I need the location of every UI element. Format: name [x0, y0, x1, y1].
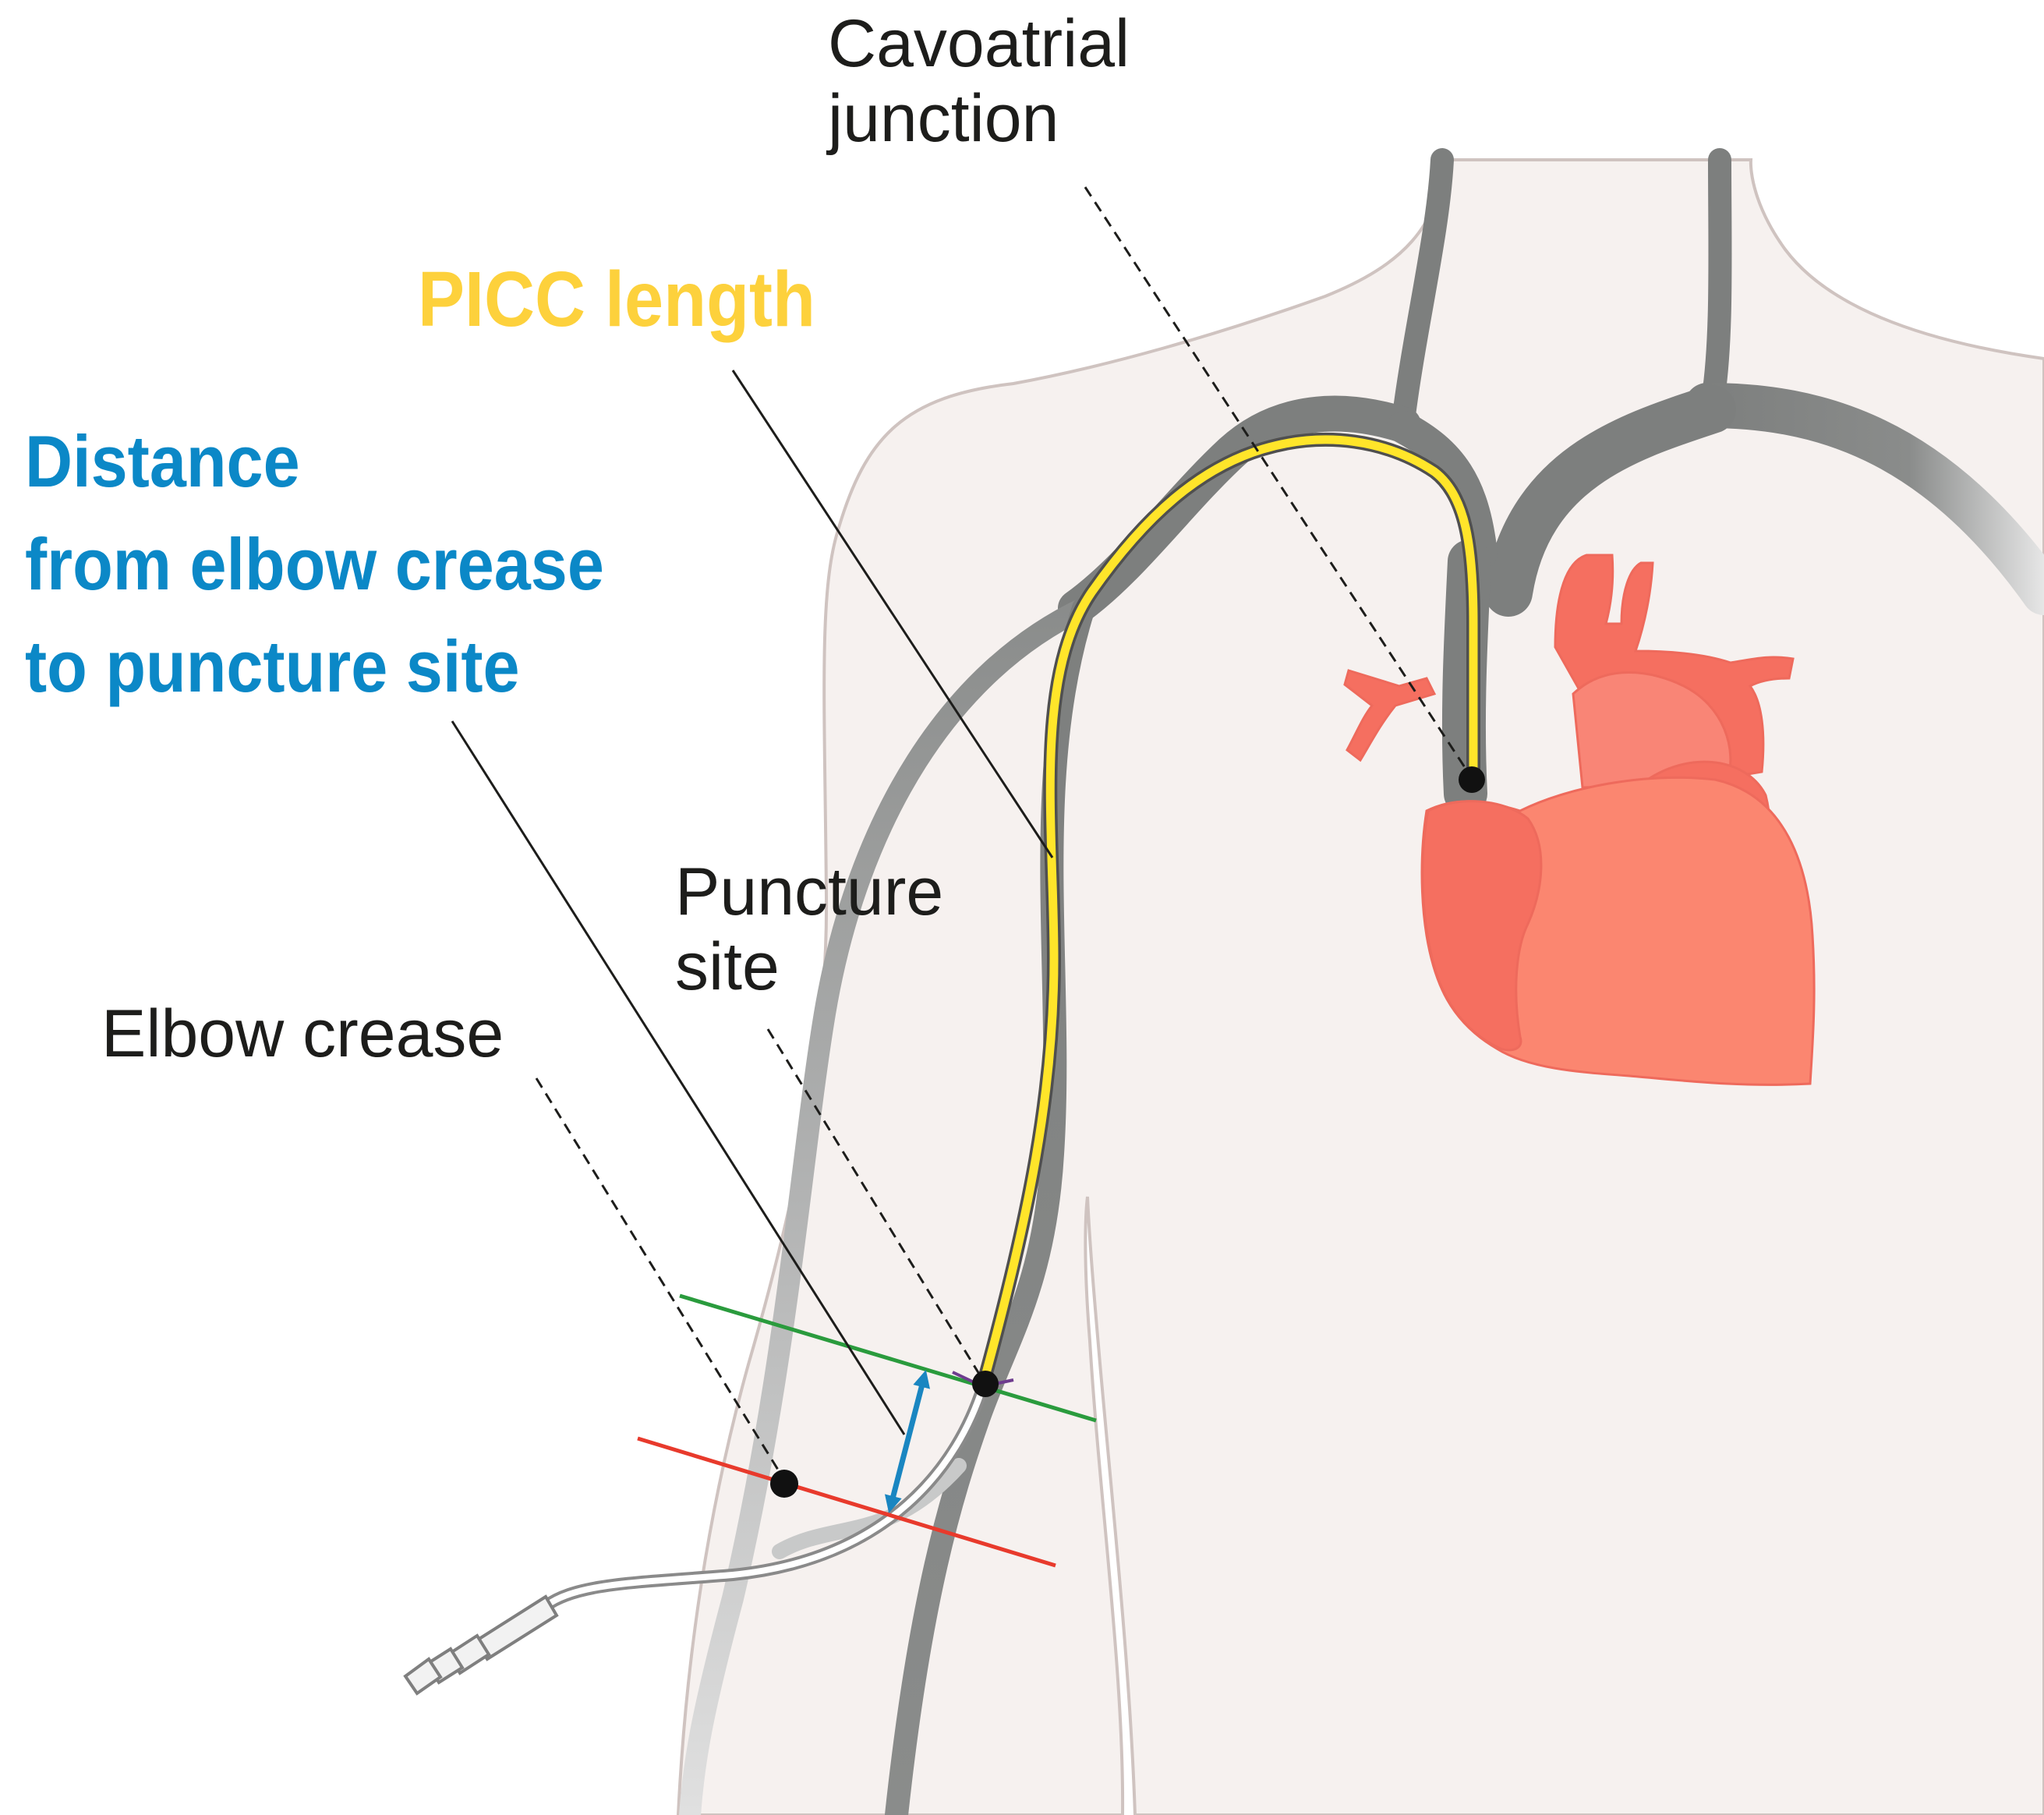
elbow-crease-marker	[770, 1470, 798, 1498]
pulmonary-vein	[1343, 669, 1437, 762]
leader-lines	[451, 186, 1473, 1481]
right-brachiocephalic-vein	[1484, 385, 1736, 617]
cavoatrial-label-line-1: Cavoatrial	[828, 6, 1130, 81]
distance-label-line-2: from elbow crease	[25, 522, 604, 605]
distance-label: Distance from elbow crease to puncture s…	[25, 410, 604, 718]
puncture-site-line	[679, 1293, 1097, 1423]
picc-catheter	[977, 433, 1480, 1389]
elbow-crease-line	[637, 1436, 1056, 1568]
puncture-label-line-2: site	[675, 929, 780, 1005]
cavoatrial-junction-marker	[1459, 766, 1485, 793]
catheter-hub-connector	[403, 1594, 559, 1696]
left-internal-jugular-vein	[1392, 148, 1454, 433]
distance-label-line-3: to puncture site	[25, 625, 520, 708]
catheter-external-tubing	[539, 1378, 990, 1612]
distance-label-line-1: Distance	[25, 420, 300, 502]
cavoatrial-label-line-2: junction	[828, 81, 1059, 157]
right-subclavian-vein	[1685, 383, 2044, 615]
right-internal-jugular-vein	[1700, 148, 1732, 417]
left-subclavian-vein	[1058, 395, 1421, 626]
picc-length-text: PICC length	[418, 256, 815, 343]
cephalic-vein	[679, 597, 1094, 1815]
elbow-crease-text: Elbow crease	[101, 996, 504, 1071]
distance-measurement-arrow	[884, 1370, 931, 1513]
leader-distance	[451, 720, 906, 1435]
elbow-crease-label: Elbow crease	[101, 996, 504, 1071]
puncture-site-marker	[972, 1371, 999, 1397]
leader-picc-length	[731, 370, 1054, 858]
heart-illustration	[1343, 554, 1816, 1086]
leader-elbow	[535, 1077, 786, 1481]
pulmonary-trunk	[1572, 671, 1732, 789]
puncture-site-label: Puncture site	[675, 854, 943, 1005]
picc-length-label: PICC length	[418, 256, 815, 343]
cavoatrial-junction-label: Cavoatrial junction	[828, 6, 1130, 157]
right-atrium	[1421, 800, 1543, 1052]
left-brachiocephalic-vein	[1387, 411, 1498, 570]
puncture-label-line-1: Puncture	[675, 854, 944, 929]
body-silhouette	[676, 158, 2044, 1815]
median-cubital-vein	[772, 1458, 967, 1559]
vein-network	[679, 148, 2044, 1815]
leader-cavoatrial	[1084, 186, 1473, 779]
leader-puncture	[766, 1028, 985, 1382]
